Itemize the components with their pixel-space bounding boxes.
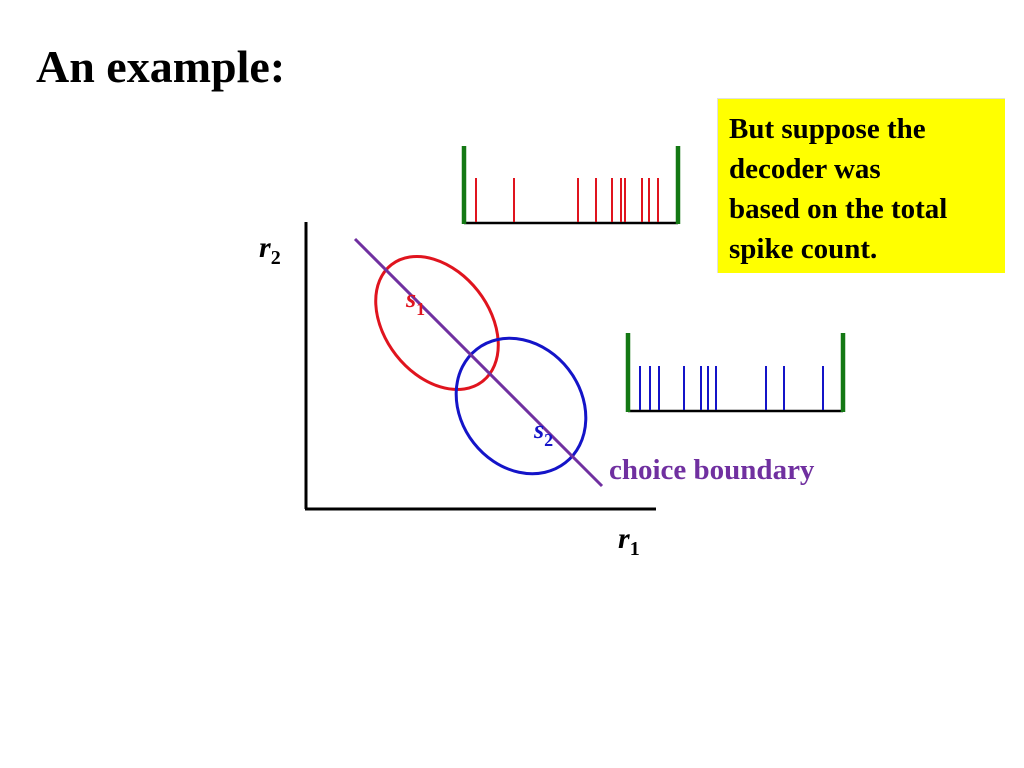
note-line-3: based on the total: [729, 193, 948, 225]
s1-label-sub: 1: [416, 299, 425, 319]
slide-title: An example:: [36, 41, 286, 92]
y-axis-label-main: r: [259, 231, 271, 264]
note-line-1: But suppose the: [729, 113, 926, 145]
s2-ellipse: [454, 336, 588, 476]
s1-label: s1: [405, 284, 425, 319]
note-line-2: decoder was: [729, 153, 881, 185]
x-axis-label-main: r: [618, 522, 630, 555]
s2-label-main: s: [533, 415, 544, 444]
y-axis-label: r2: [259, 231, 281, 269]
blue-spike-train: [625, 333, 846, 413]
x-axis-label-sub: 1: [630, 538, 640, 560]
choice-boundary-label: choice boundary: [609, 454, 815, 486]
choice-boundary-line: [353, 237, 604, 488]
x-axis-label: r1: [618, 522, 640, 560]
s2-label: s2: [533, 415, 553, 450]
s1-ellipse: [374, 254, 500, 392]
y-axis-label-sub: 2: [271, 247, 281, 269]
s1-label-main: s: [405, 284, 416, 313]
s2-label-sub: 2: [544, 430, 553, 450]
callout-note: But suppose the decoder was based on the…: [717, 98, 1005, 273]
red-spike-train: [461, 146, 681, 225]
note-line-4: spike count.: [729, 233, 878, 265]
